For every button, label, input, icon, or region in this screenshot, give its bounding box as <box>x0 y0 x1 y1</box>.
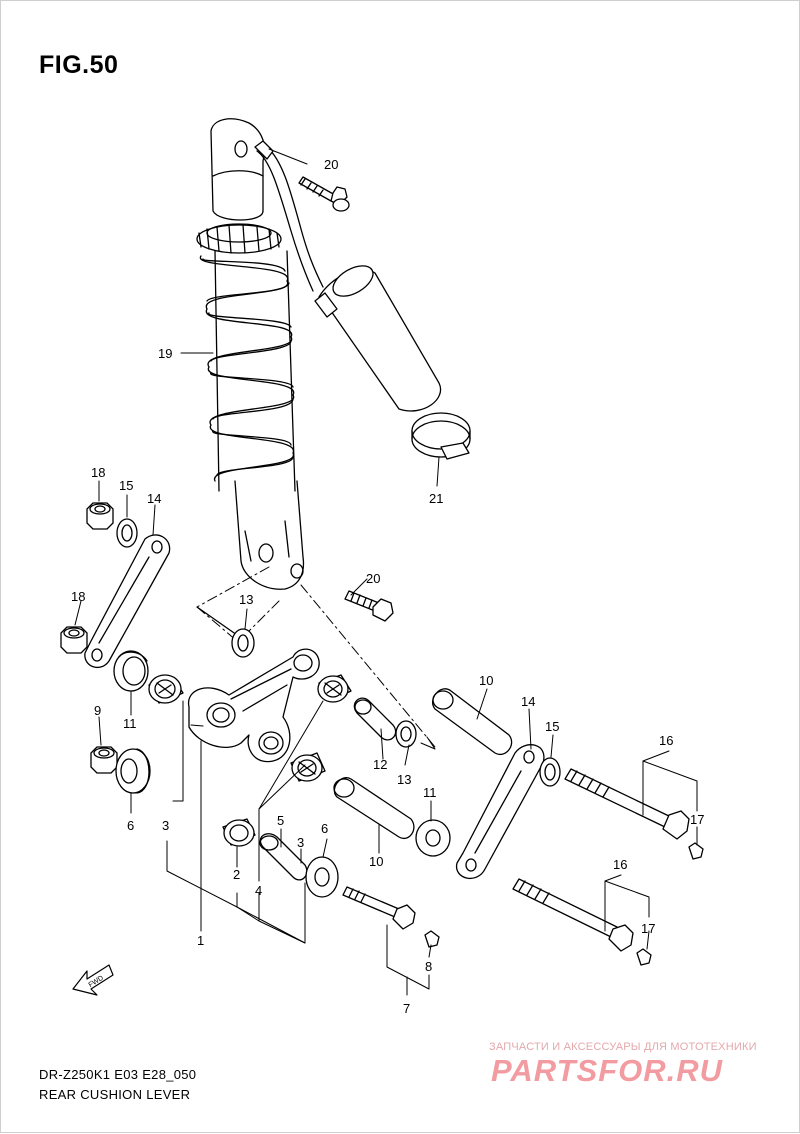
washer-13-center <box>231 628 255 658</box>
grease-nipple-lower <box>636 948 652 966</box>
bolt-lower-mount <box>344 590 394 622</box>
callout-21: 21 <box>429 491 443 506</box>
callout-numbers: 20 19 21 20 18 15 14 18 13 11 9 6 3 2 4 … <box>71 157 704 1016</box>
callout-1: 1 <box>197 933 204 948</box>
bearing-lower <box>222 818 256 847</box>
bearing-upper-right <box>317 674 352 703</box>
callout-2: 2 <box>233 867 240 882</box>
bolt-upper-mount <box>298 176 350 212</box>
nut-pivot <box>90 746 118 774</box>
callout-17-lower: 17 <box>641 921 655 936</box>
cushion-lever <box>188 648 320 763</box>
callout-13-center: 13 <box>239 592 253 607</box>
watermark-brand: PARTSFOR.RU <box>491 1053 724 1088</box>
callout-15-left: 15 <box>119 478 133 493</box>
callout-5: 5 <box>277 813 284 828</box>
bolt-16-lower <box>512 878 634 952</box>
fwd-arrow-icon: FWD <box>72 964 114 996</box>
model-code: DR-Z250K1 E03 E28_050 <box>39 1067 197 1082</box>
reservoir-clamp <box>411 412 471 460</box>
callout-19: 19 <box>158 346 172 361</box>
cushion-rod-right <box>456 744 545 880</box>
leader-13a <box>196 606 238 636</box>
callout-6-left: 6 <box>127 818 134 833</box>
washer-upper-left <box>116 518 138 548</box>
bearing-middle <box>290 752 326 782</box>
figure-title: FIG.50 <box>39 51 119 79</box>
nut-left <box>60 626 88 654</box>
grease-nipple-8 <box>424 930 440 948</box>
callout-11-left: 11 <box>123 716 137 731</box>
washer-right <box>539 757 561 787</box>
callout-18-lower: 18 <box>71 589 85 604</box>
callout-16-upper: 16 <box>659 733 673 748</box>
washer-13-right <box>395 720 417 748</box>
arrow-13 <box>420 736 436 750</box>
spacer-12 <box>353 697 397 741</box>
callout-14-left: 14 <box>147 491 161 506</box>
callout-15-right: 15 <box>545 719 559 734</box>
leader-lines <box>74 148 698 996</box>
callout-12: 12 <box>373 757 387 772</box>
callout-13-right: 13 <box>397 772 411 787</box>
bearing-upper-left <box>148 674 184 704</box>
callout-8: 8 <box>425 959 432 974</box>
oil-seal-left <box>113 650 149 692</box>
callout-7: 7 <box>403 1001 410 1016</box>
callout-20-lower: 20 <box>366 571 380 586</box>
watermark-tagline: ЗАПЧАСТИ И АКСЕССУАРЫ ДЛЯ МОТОТЕХНИКИ <box>489 1041 757 1053</box>
callout-20-upper: 20 <box>324 157 338 172</box>
callout-6-right: 6 <box>321 821 328 836</box>
bolt-7 <box>342 886 416 930</box>
spacer-10-upper <box>432 688 513 756</box>
callout-3-middle: 3 <box>297 835 304 850</box>
grease-nipple-upper <box>688 842 704 860</box>
callout-16-lower: 16 <box>613 857 627 872</box>
callout-17-upper: 17 <box>690 812 704 827</box>
rear-shock-absorber <box>196 118 442 590</box>
callout-14-right: 14 <box>521 694 535 709</box>
callout-18-upper: 18 <box>91 465 105 480</box>
callout-4: 4 <box>255 883 262 898</box>
nut-upper <box>86 502 114 530</box>
callout-10-upper: 10 <box>479 673 493 688</box>
callout-11-right: 11 <box>423 785 437 800</box>
spacer-seal-right <box>305 856 339 898</box>
callout-3-left: 3 <box>162 818 169 833</box>
callout-10-lower: 10 <box>369 854 383 869</box>
bolt-16-upper <box>564 768 690 840</box>
oil-seal-right <box>415 819 451 857</box>
section-name: REAR CUSHION LEVER <box>39 1087 191 1102</box>
cushion-rod-left <box>84 534 171 669</box>
spacer-seal-left <box>115 748 151 794</box>
spacer-10-lower <box>333 777 415 840</box>
spacer-lower <box>259 833 308 881</box>
callout-9: 9 <box>94 703 101 718</box>
